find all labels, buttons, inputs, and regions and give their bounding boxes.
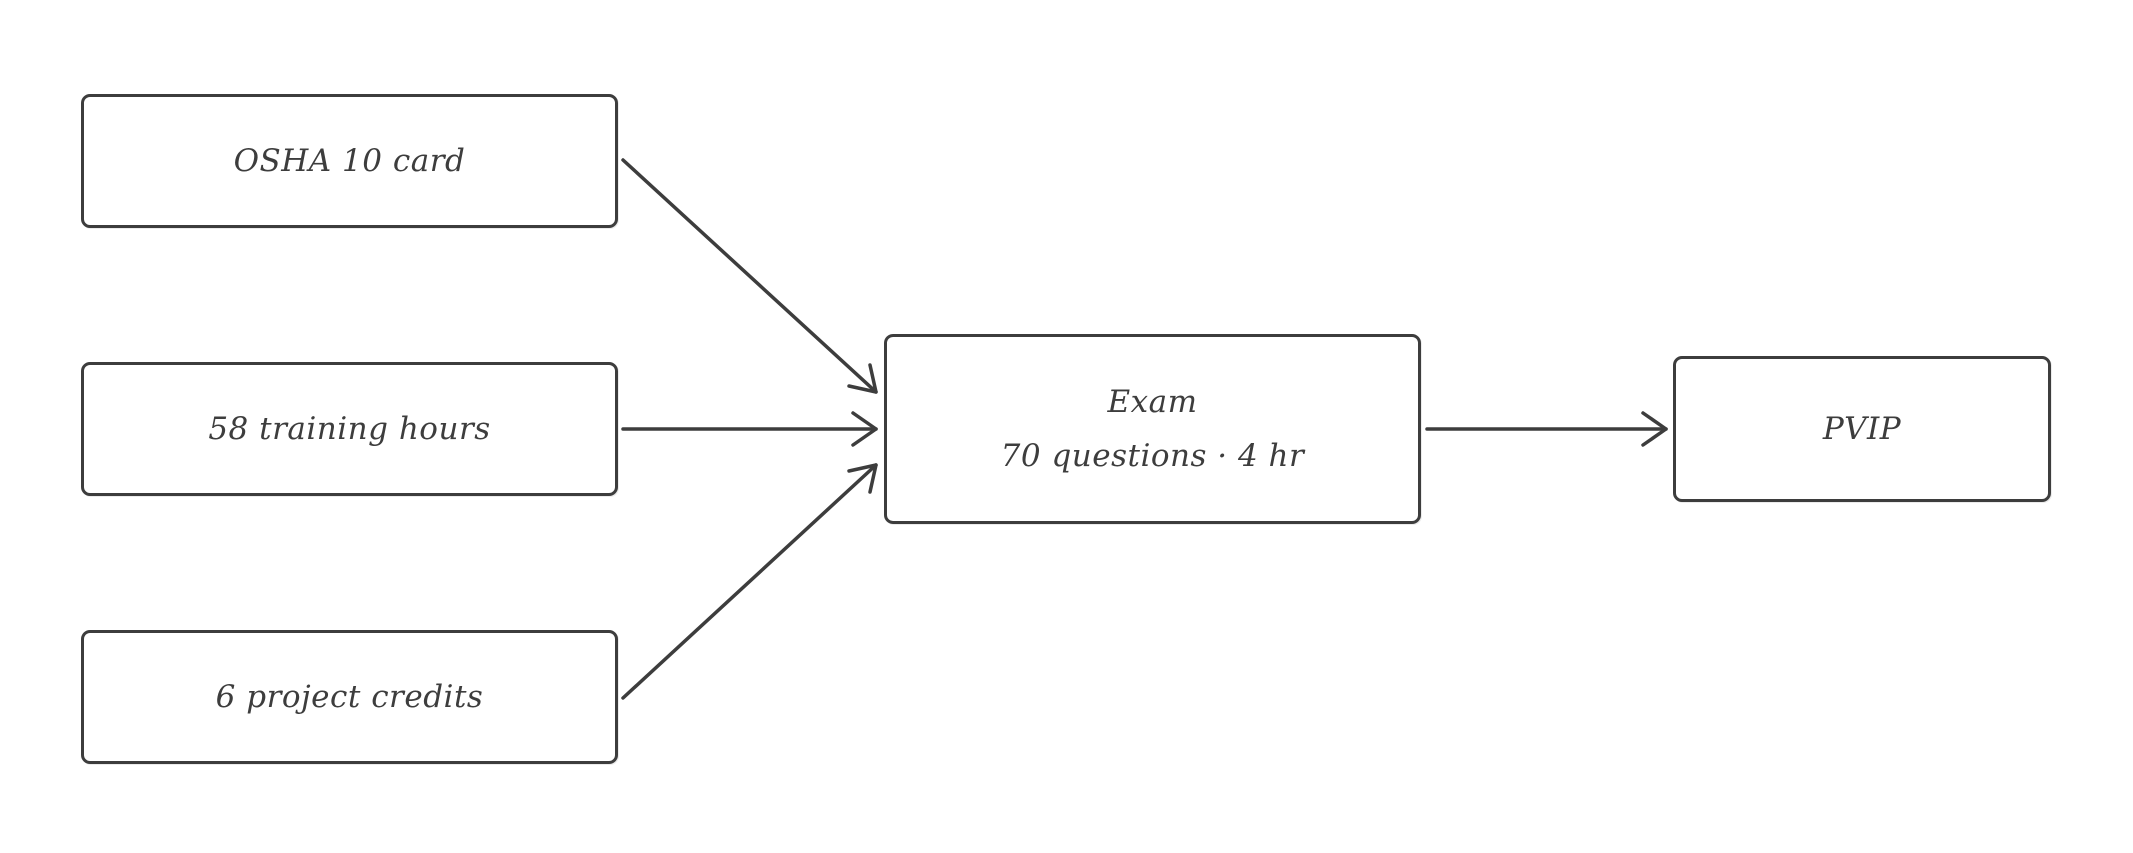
node-exam: Exam 70 questions · 4 hr	[884, 334, 1421, 524]
node-project-credits: 6 project credits	[81, 630, 618, 764]
edge-hours-to-exam	[621, 411, 878, 447]
node-pvip: PVIP	[1673, 356, 2051, 502]
node-exam-label: Exam	[1107, 384, 1198, 420]
node-hours-label: 58 training hours	[208, 411, 491, 447]
edge-exam-to-pvip	[1425, 411, 1668, 447]
edge-credits-to-exam	[621, 463, 878, 700]
node-osha-card: OSHA 10 card	[81, 94, 618, 228]
node-training-hours: 58 training hours	[81, 362, 618, 496]
edge-osha-to-exam	[621, 158, 878, 394]
node-pvip-label: PVIP	[1822, 411, 1902, 447]
node-credits-label: 6 project credits	[215, 679, 484, 715]
node-osha-label: OSHA 10 card	[233, 143, 466, 179]
node-exam-sublabel: 70 questions · 4 hr	[1000, 438, 1305, 474]
